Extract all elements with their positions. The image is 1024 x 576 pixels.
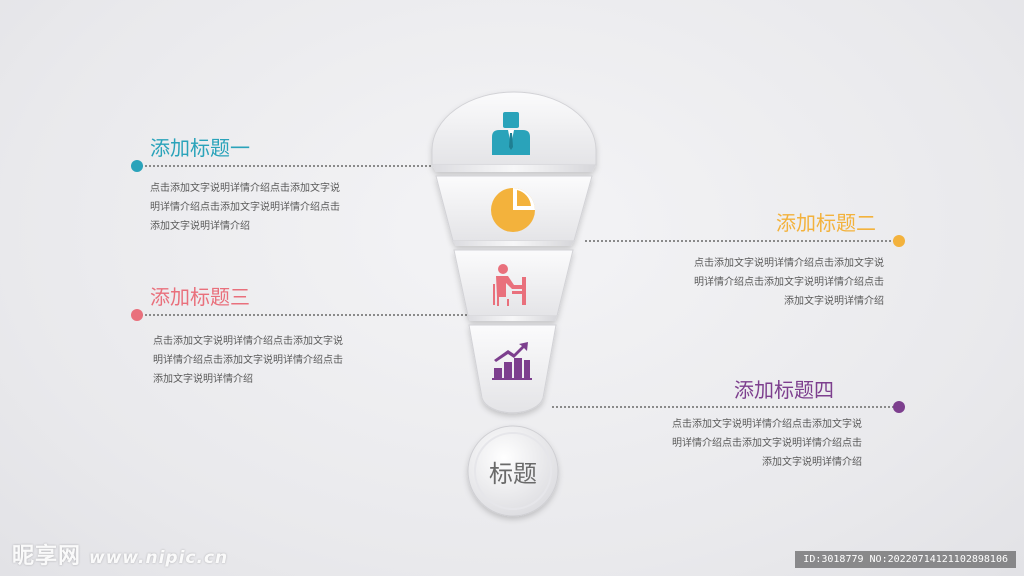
watermark-logo-text: 昵享网	[12, 544, 82, 569]
item-3-title: 添加标题三	[150, 285, 250, 309]
desc-line: 明详情介绍点击添加文字说明详情介绍点击	[153, 355, 343, 366]
desc-line: 明详情介绍点击添加文字说明详情介绍点击	[672, 438, 862, 449]
center-circle	[467, 425, 559, 517]
person-at-desk-icon	[493, 264, 526, 306]
item-1-title: 添加标题一	[150, 136, 250, 160]
bulb-segment-4	[468, 324, 557, 414]
item-1-desc: 点击添加文字说明详情介绍点击添加文字说 明详情介绍点击添加文字说明详情介绍点击 …	[150, 179, 340, 236]
watermark-id: ID:3018779 NO:20220714121102898106	[795, 551, 1016, 568]
desc-line: 点击添加文字说明详情介绍点击添加文字说	[694, 258, 884, 269]
item-2-desc: 点击添加文字说明详情介绍点击添加文字说 明详情介绍点击添加文字说明详情介绍点击 …	[694, 254, 884, 311]
item-4-title: 添加标题四	[734, 378, 834, 402]
connector-dot-4	[893, 401, 905, 413]
desc-line: 点击添加文字说明详情介绍点击添加文字说	[672, 419, 862, 430]
connector-dot-3	[131, 309, 143, 321]
desc-line: 添加文字说明详情介绍	[784, 296, 884, 307]
desc-line: 点击添加文字说明详情介绍点击添加文字说	[153, 336, 343, 347]
bulb-segment-1	[431, 91, 597, 172]
desc-line: 添加文字说明详情介绍	[762, 457, 862, 468]
item-2-title: 添加标题二	[776, 211, 876, 235]
center-title: 标题	[489, 460, 537, 488]
businessman-icon	[492, 112, 530, 155]
connector-dot-1	[131, 160, 143, 172]
desc-line: 添加文字说明详情介绍	[150, 221, 250, 232]
connector-dot-2	[893, 235, 905, 247]
pie-chart-icon	[491, 188, 535, 232]
bulb-segment-3	[453, 249, 574, 321]
desc-line: 明详情介绍点击添加文字说明详情介绍点击	[150, 202, 340, 213]
desc-line: 添加文字说明详情介绍	[153, 374, 253, 385]
desc-line: 点击添加文字说明详情介绍点击添加文字说	[150, 183, 340, 194]
watermark-logo: 昵享网 www.nipic.cn	[12, 538, 228, 570]
growth-bar-chart-icon	[492, 342, 532, 380]
desc-line: 明详情介绍点击添加文字说明详情介绍点击	[694, 277, 884, 288]
watermark-url: www.nipic.cn	[89, 548, 229, 568]
item-4-desc: 点击添加文字说明详情介绍点击添加文字说 明详情介绍点击添加文字说明详情介绍点击 …	[672, 415, 862, 472]
item-3-desc: 点击添加文字说明详情介绍点击添加文字说 明详情介绍点击添加文字说明详情介绍点击 …	[153, 332, 343, 389]
